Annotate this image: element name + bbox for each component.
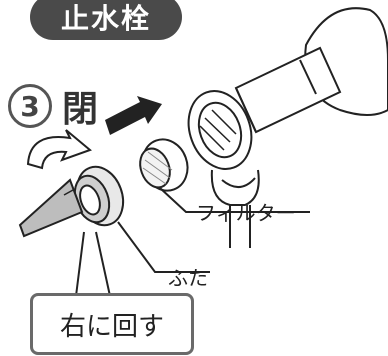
direction-arrow: [105, 96, 162, 135]
filter-part: [139, 138, 189, 192]
lid-label: ふた: [168, 266, 208, 290]
filter-label: フィルター: [196, 201, 296, 225]
title-pill: 止水栓: [30, 0, 182, 40]
rotate-arrow: [26, 129, 92, 170]
faucet-body: [187, 7, 388, 248]
step-number: 3: [8, 84, 52, 128]
step-label: 閉: [62, 89, 99, 130]
lid-cap: [18, 165, 125, 238]
leader-lines: [75, 187, 310, 297]
instruction-box: 右に回す: [30, 293, 194, 355]
